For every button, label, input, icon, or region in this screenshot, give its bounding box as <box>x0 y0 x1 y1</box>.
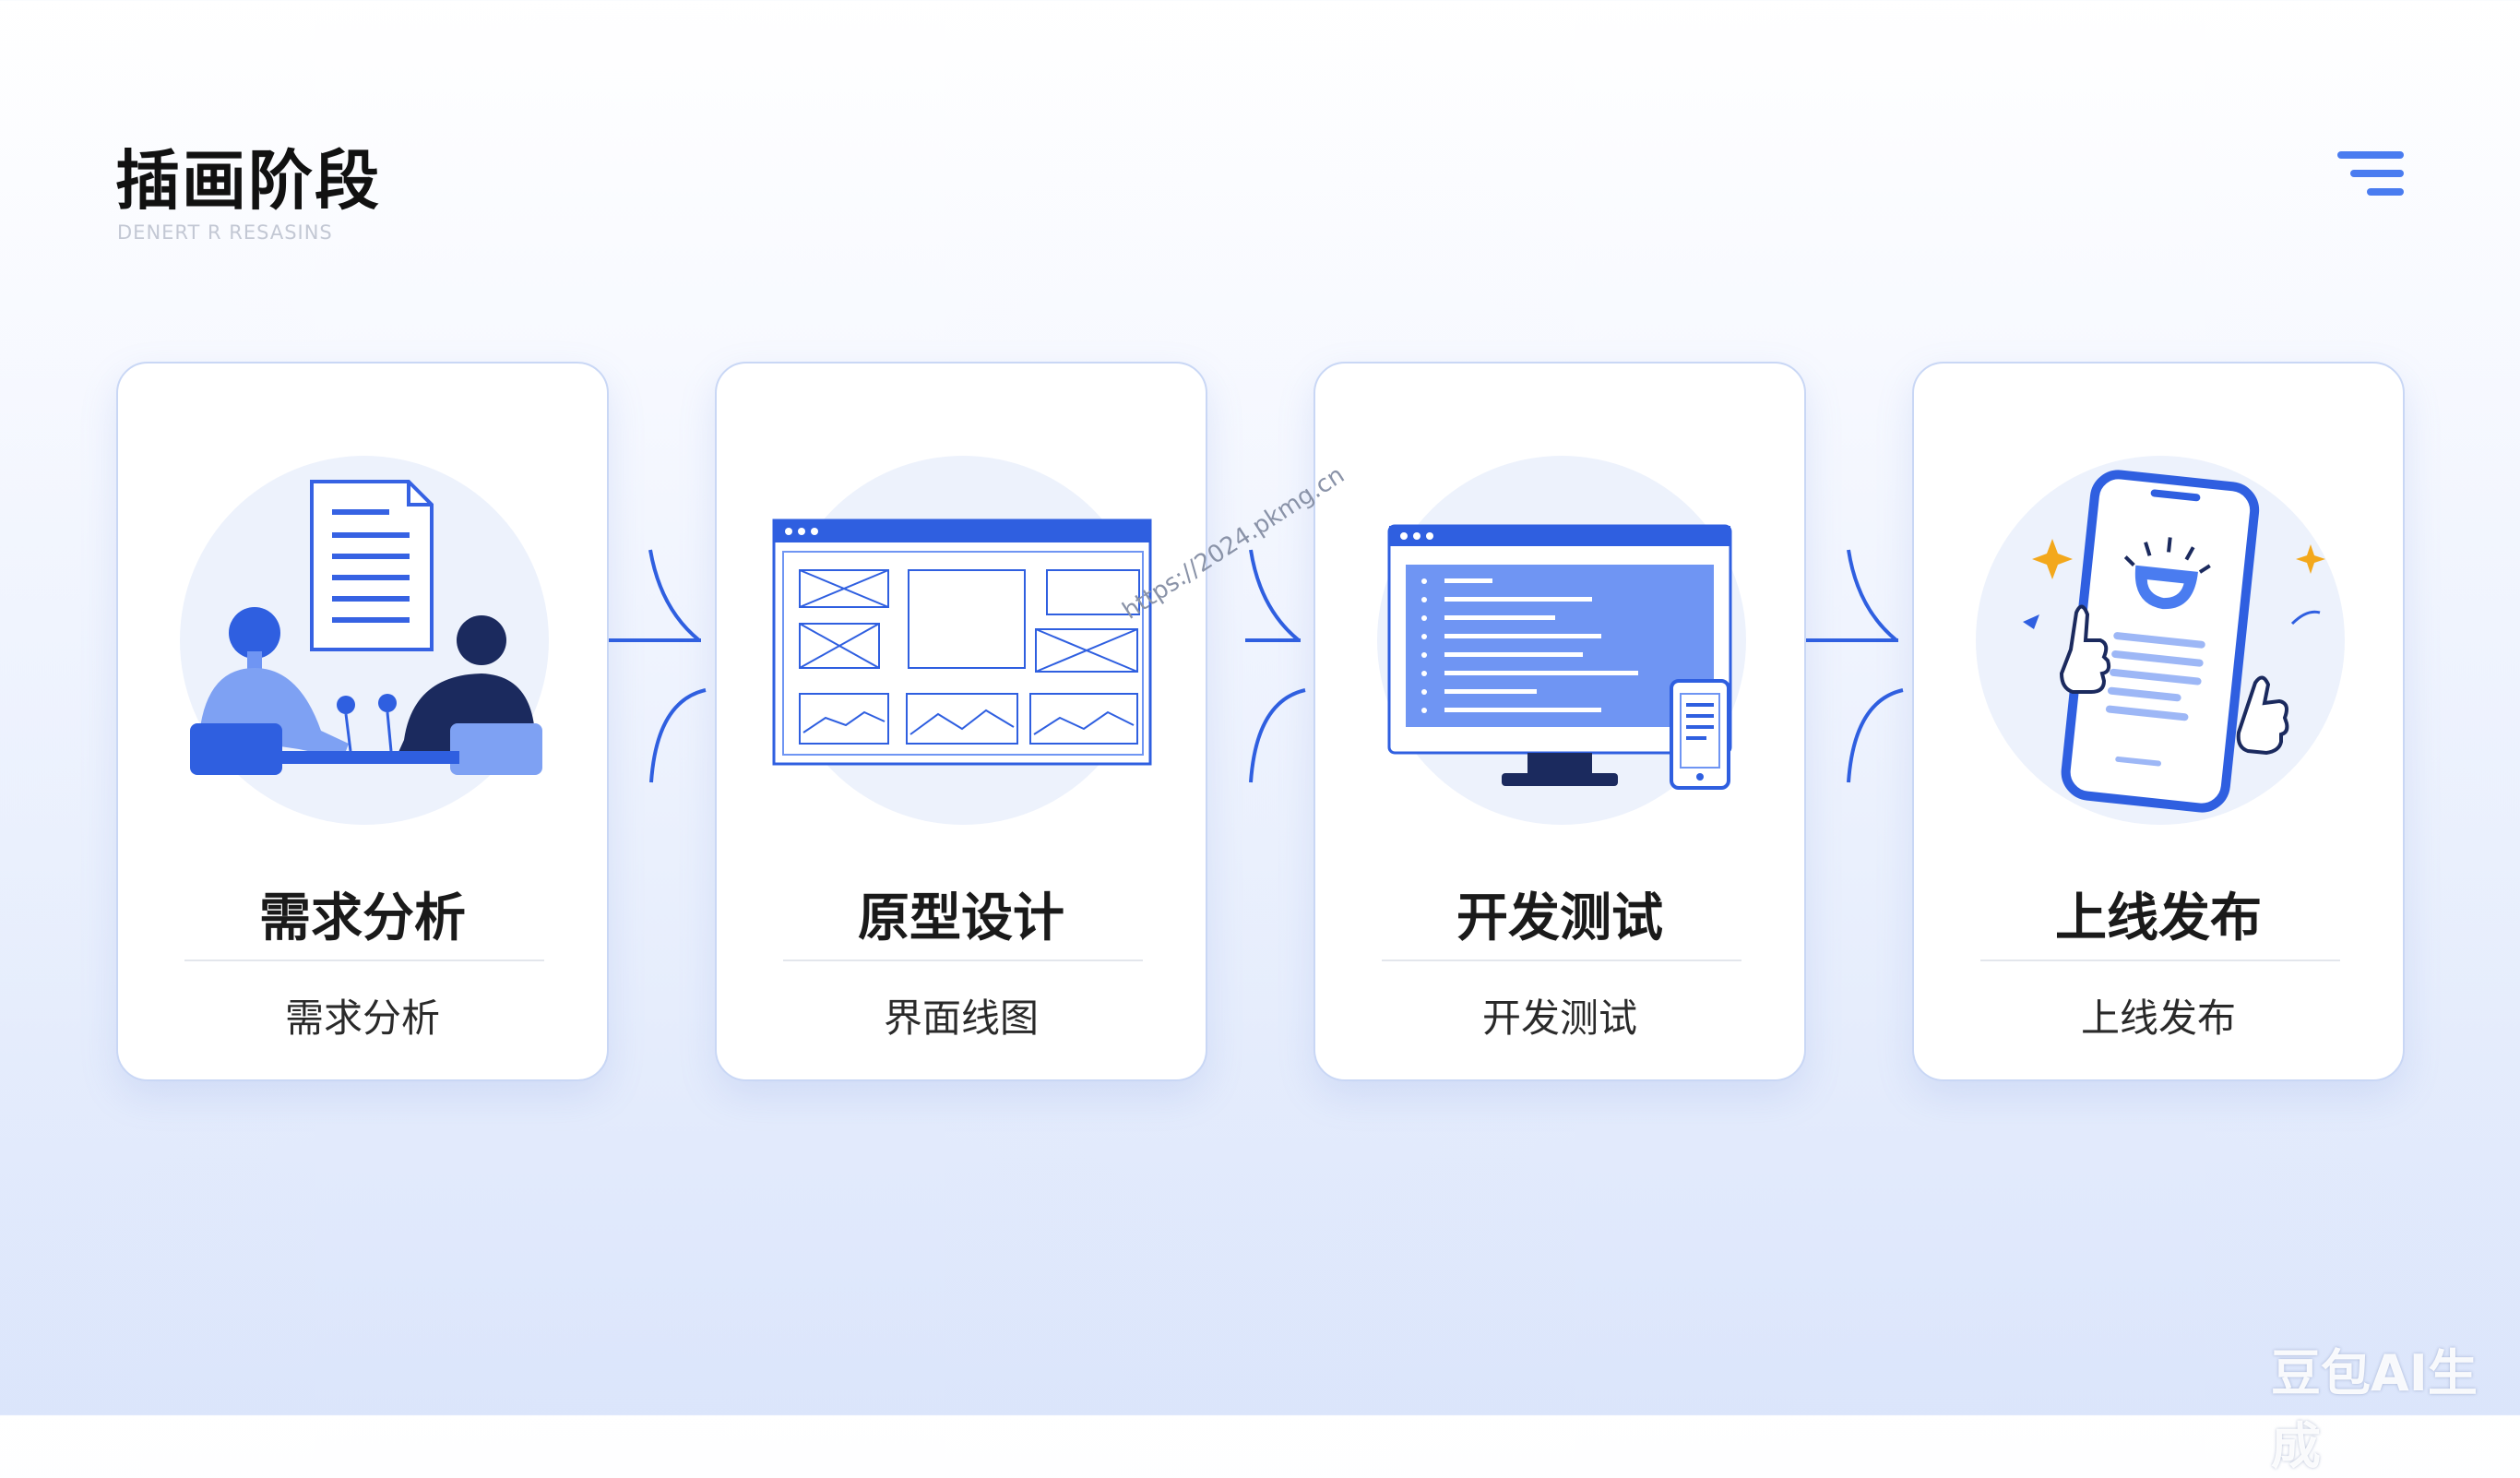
card-divider <box>1980 960 2340 961</box>
monitor-phone-icon <box>1377 456 1746 825</box>
stage-card-launch[interactable]: 上线发布 上线发布 <box>1912 362 2405 1081</box>
page-subtitle: DENERT R RESASINS <box>117 221 333 244</box>
stage-card-prototype[interactable]: 原型设计 界面线图 <box>715 362 1207 1081</box>
connector-arrow <box>1245 549 1306 783</box>
card-description: 上线发布 <box>2080 995 2236 1041</box>
card-divider <box>783 960 1143 961</box>
page-title: 插画阶段 <box>115 143 381 219</box>
brand-watermark: 豆包AI生成 <box>2271 1344 2478 1475</box>
card-description: 需求分析 <box>284 995 440 1041</box>
meeting-document-icon <box>180 456 549 825</box>
stage-card-requirements[interactable]: 需求分析 需求分析 <box>116 362 609 1081</box>
card-title: 开发测试 <box>1456 888 1663 948</box>
card-description: 界面线图 <box>883 995 1039 1041</box>
menu-icon[interactable] <box>2337 148 2407 203</box>
phone-thumbs-up-icon <box>1976 456 2345 825</box>
card-title: 上线发布 <box>2055 888 2262 948</box>
card-title: 需求分析 <box>259 888 466 948</box>
card-description: 开发测试 <box>1481 995 1637 1041</box>
connector-arrow <box>1806 549 1904 783</box>
card-title: 原型设计 <box>858 888 1064 948</box>
wireframe-window-icon <box>772 456 1152 825</box>
stage-card-development[interactable]: 开发测试 开发测试 <box>1313 362 1806 1081</box>
card-divider <box>184 960 544 961</box>
card-divider <box>1382 960 1741 961</box>
connector-arrow <box>609 549 707 783</box>
